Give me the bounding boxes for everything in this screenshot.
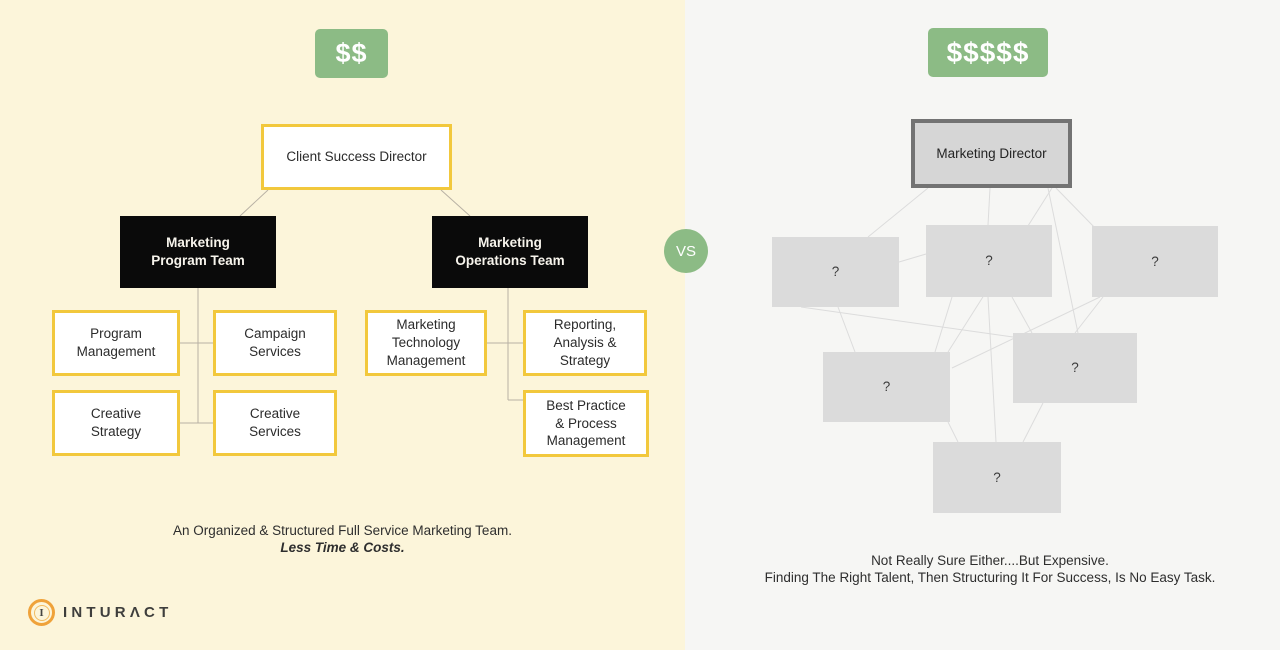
org-box-creative-strategy: Creative Strategy	[52, 390, 180, 456]
vs-badge: VS	[664, 229, 708, 273]
right-caption-line1: Not Really Sure Either....But Expensive.	[871, 553, 1109, 568]
org-box-program-management: Program Management	[52, 310, 180, 376]
org-box-best-practice-process-management: Best Practice & Process Management	[523, 390, 649, 457]
inturact-logo: I INTURΛCT	[28, 599, 172, 626]
inturact-logo-letter: I	[33, 604, 50, 621]
org-box-creative-services: Creative Services	[213, 390, 337, 456]
org-box-marketing-program-team: Marketing Program Team	[120, 216, 276, 288]
right-caption-line2: Finding The Right Talent, Then Structuri…	[764, 570, 1216, 585]
org-box-reporting-analysis-strategy: Reporting, Analysis & Strategy	[523, 310, 647, 376]
unknown-role-box: ?	[772, 237, 899, 307]
cost-badge-low: $$	[315, 29, 388, 78]
left-caption: An Organized & Structured Full Service M…	[0, 522, 685, 556]
unknown-role-box: ?	[1013, 333, 1137, 403]
org-box-marketing-operations-team: Marketing Operations Team	[432, 216, 588, 288]
left-caption-line2: Less Time & Costs.	[280, 540, 405, 555]
unknown-role-box: ?	[1092, 226, 1218, 297]
org-box-client-success-director: Client Success Director	[261, 124, 452, 190]
inturact-logo-icon: I	[28, 599, 55, 626]
unknown-role-box: ?	[926, 225, 1052, 297]
org-box-marketing-director: Marketing Director	[911, 119, 1072, 188]
unknown-role-box: ?	[933, 442, 1061, 513]
org-box-marketing-technology-management: Marketing Technology Management	[365, 310, 487, 376]
org-box-campaign-services: Campaign Services	[213, 310, 337, 376]
left-caption-line1: An Organized & Structured Full Service M…	[173, 523, 512, 538]
cost-badge-high: $$$$$	[928, 28, 1048, 77]
inturact-logo-text: INTURΛCT	[63, 604, 173, 621]
unknown-role-box: ?	[823, 352, 950, 422]
right-caption: Not Really Sure Either....But Expensive.…	[695, 552, 1280, 586]
